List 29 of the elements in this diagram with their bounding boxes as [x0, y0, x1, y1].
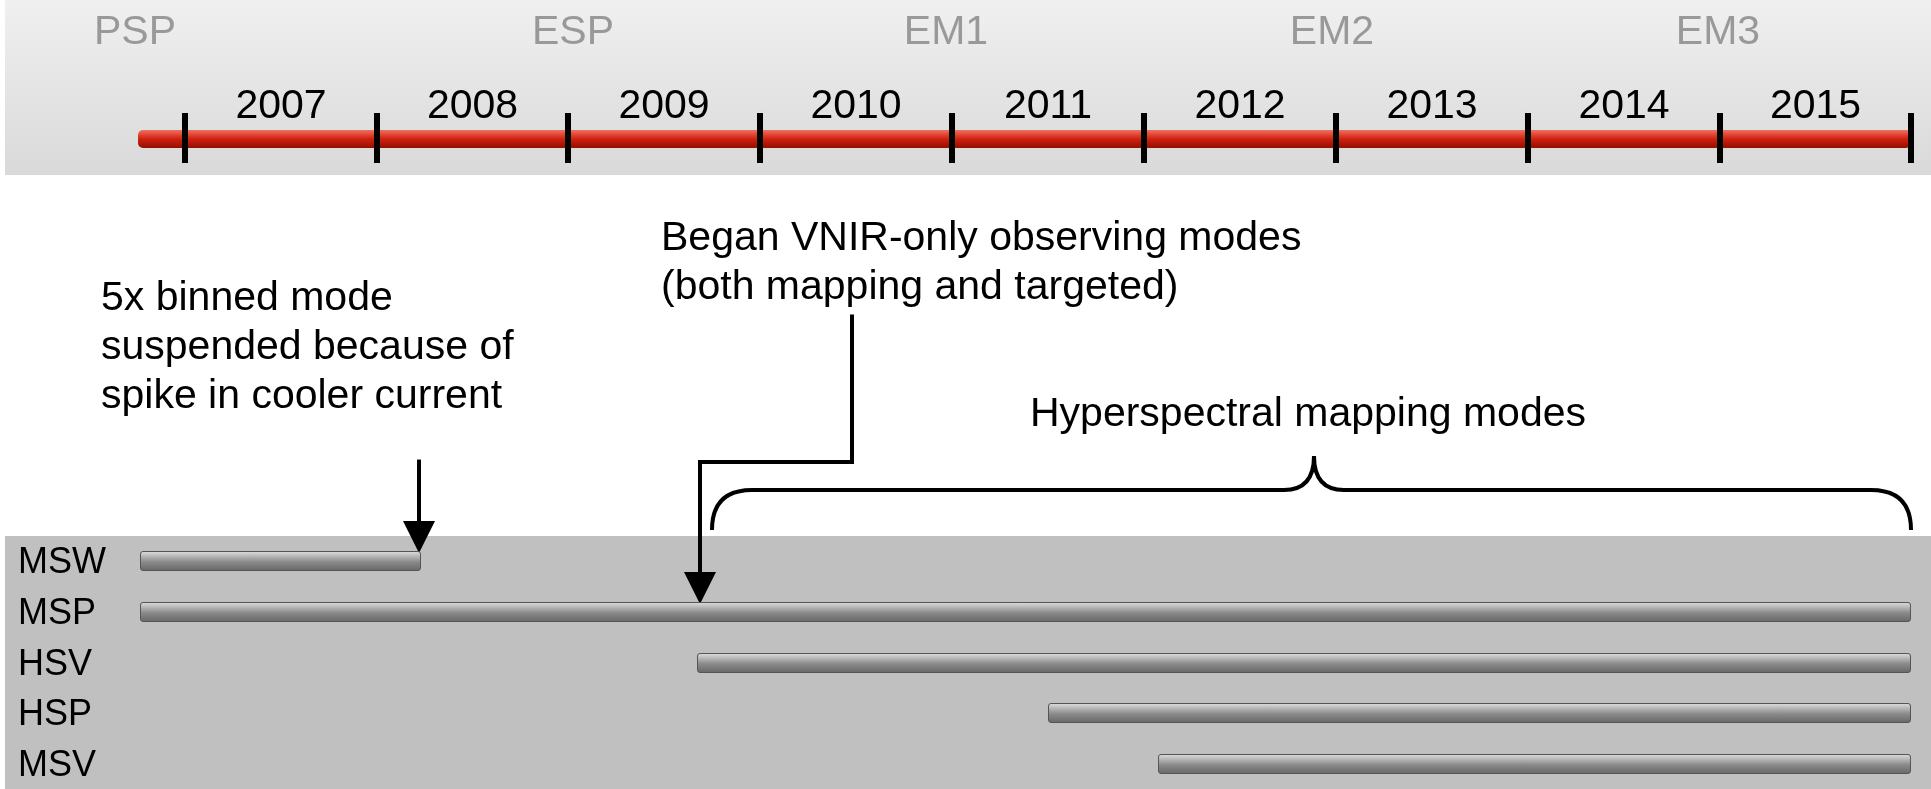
- annotation-text: Began VNIR-only observing modes (both mapping and targeted): [661, 212, 1303, 311]
- year-label: 2014: [1578, 80, 1670, 130]
- phase-label: EM2: [1289, 6, 1375, 56]
- phase-label: EM3: [1675, 6, 1761, 56]
- mode-bar: [697, 653, 1911, 673]
- bracket-label: Hyperspectral mapping modes: [1030, 388, 1586, 438]
- row-label: MSP: [18, 590, 96, 634]
- arrow: [403, 459, 435, 553]
- phase-label: PSP: [94, 6, 176, 56]
- phase-label: ESP: [532, 6, 614, 56]
- year-label: 2015: [1769, 80, 1862, 130]
- mode-bar: [140, 551, 421, 571]
- year-label: 2009: [618, 80, 710, 130]
- mode-bar: [140, 602, 1911, 622]
- mode-bar: [1158, 754, 1911, 774]
- row-label: MSV: [18, 742, 96, 786]
- year-label: 2013: [1386, 80, 1478, 130]
- row-label: HSP: [18, 691, 93, 735]
- year-label: 2012: [1194, 80, 1286, 130]
- row-label: HSV: [18, 641, 93, 685]
- year-label: 2007: [235, 80, 327, 130]
- mode-bar: [1048, 703, 1911, 723]
- row-label: MSW: [18, 539, 106, 583]
- year-label: 2010: [810, 80, 902, 130]
- arrow: [684, 314, 854, 604]
- phase-label: EM1: [903, 6, 989, 56]
- annotation-text: 5x binned mode suspended because of spike in cooler current: [101, 272, 515, 420]
- year-label: 2011: [1003, 80, 1093, 130]
- year-label: 2008: [426, 80, 519, 130]
